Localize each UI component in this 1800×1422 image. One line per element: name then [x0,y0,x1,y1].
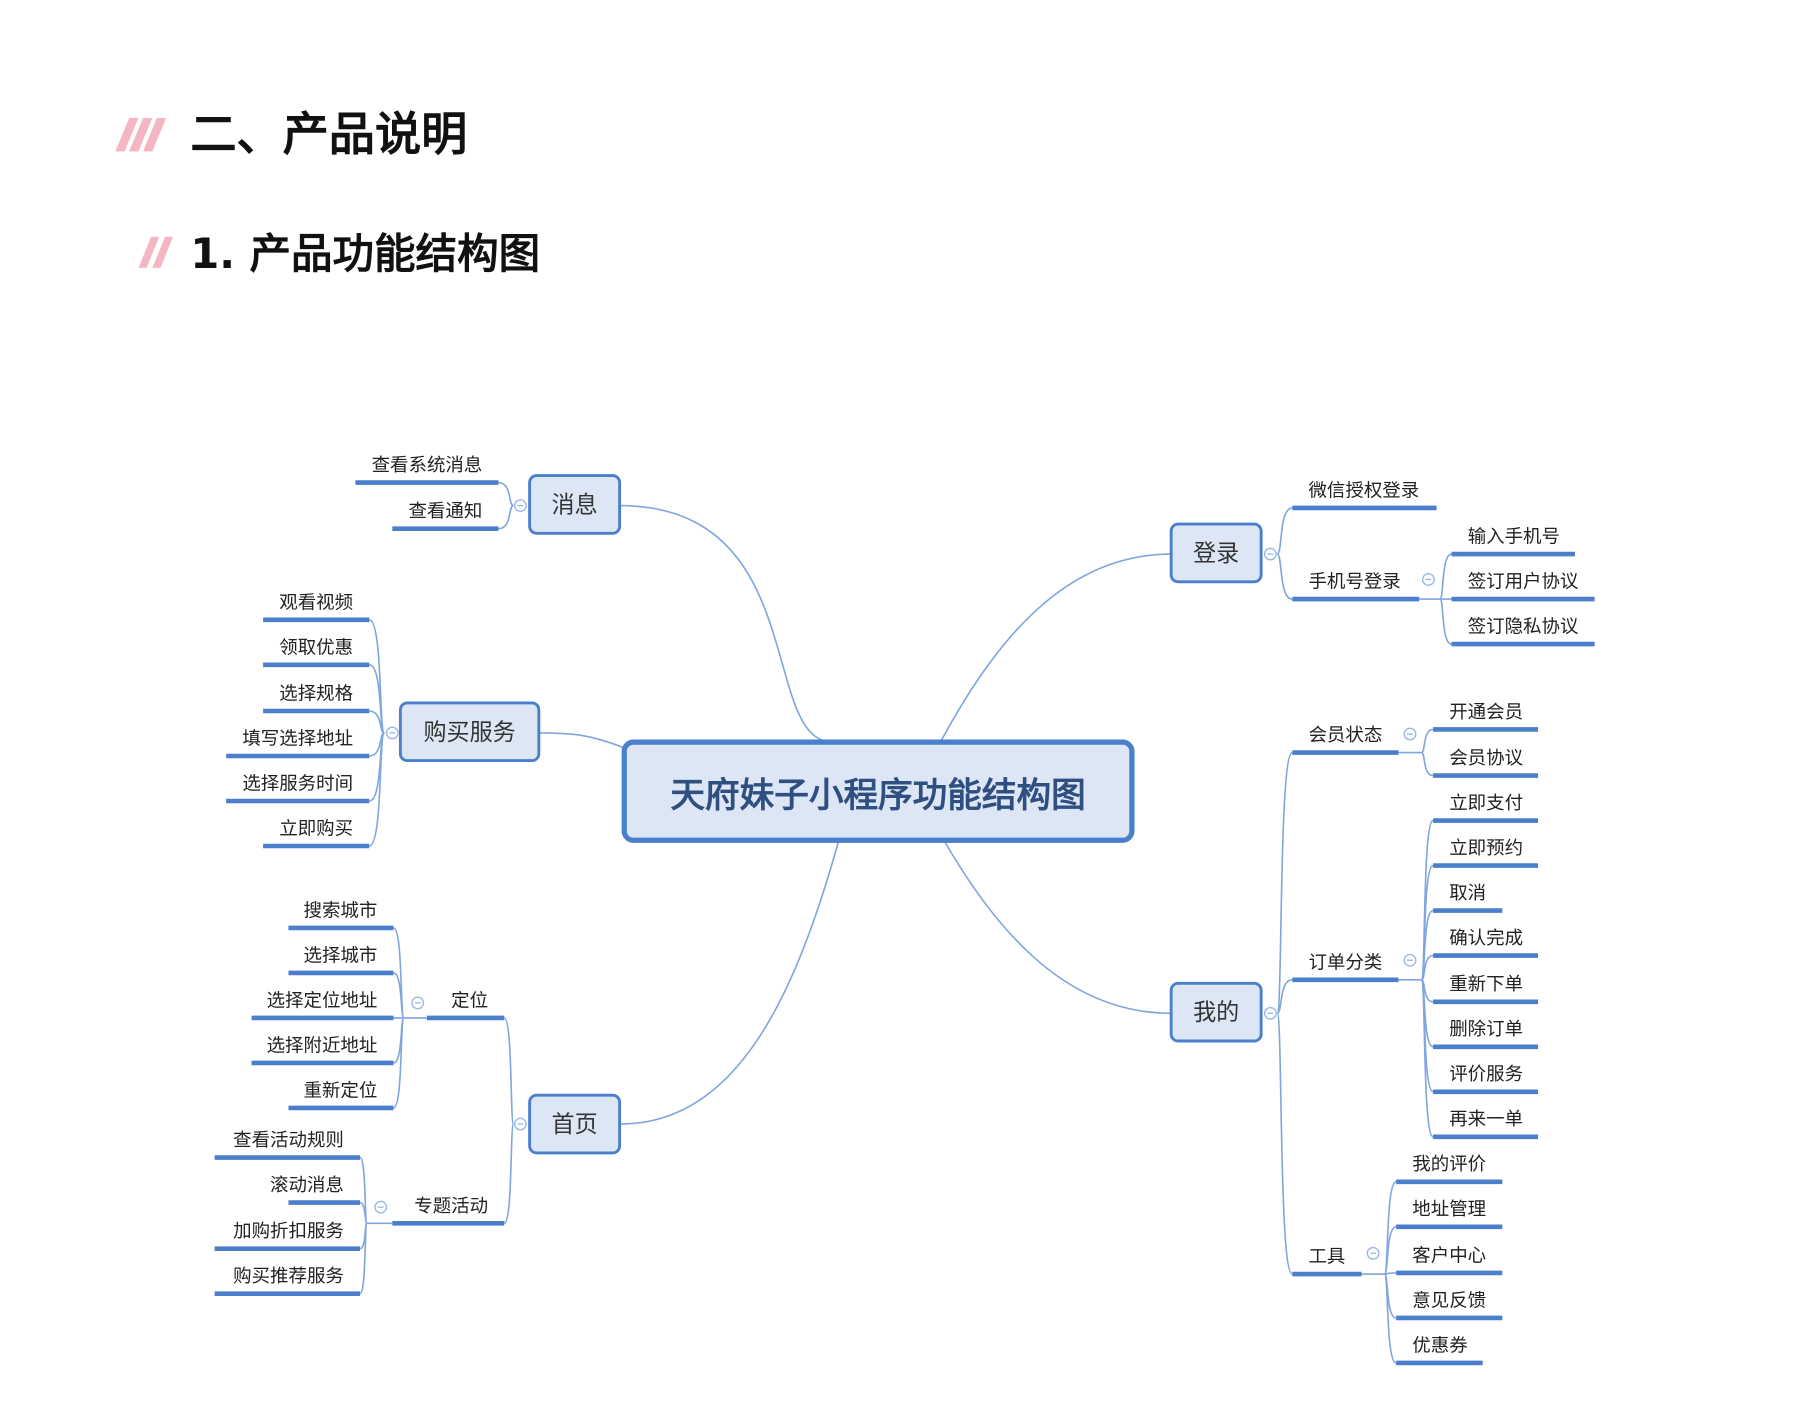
topic-label[interactable]: 立即购买 [279,818,353,839]
topic-label[interactable]: 地址管理 [1412,1199,1486,1220]
connector-line [368,732,386,847]
topic-label[interactable]: 开通会员 [1449,702,1523,723]
topic-label[interactable]: 领取优惠 [279,637,353,658]
topic-label[interactable]: 选择定位地址 [267,990,378,1011]
connector-line [393,972,405,1019]
topic-tools[interactable]: 工具 [1308,1247,1345,1268]
topic-locate[interactable]: 定位 [451,990,488,1011]
root-box [621,739,1135,843]
topic-label[interactable]: 确认完成 [1449,928,1523,949]
connector-line [368,664,386,734]
node-message[interactable]: 消息 [528,474,622,535]
subsection-title: 1. 产品功能结构图 [190,229,540,278]
node-purchase-service[interactable]: 购买服务 [398,701,541,763]
topic-label[interactable]: 会员协议 [1449,748,1523,769]
double-slash-icon [138,236,174,268]
connector-line [498,504,514,530]
subsection-heading: 1. 产品功能结构图 [138,229,540,278]
connector-line [498,481,514,507]
topic-orders[interactable]: 订单分类 [1308,952,1382,973]
topic-label[interactable]: 搜索城市 [303,900,377,921]
node-home[interactable]: 首页 [528,1093,622,1155]
topic-label[interactable]: 我的评价 [1412,1154,1486,1175]
topic-label[interactable]: 再来一单 [1449,1109,1523,1130]
topic-label[interactable]: 选择规格 [279,683,353,704]
connector-line [1276,1012,1294,1275]
connector-line [1420,979,1434,1138]
connector-line [1276,751,1294,1015]
topic-label[interactable]: 立即支付 [1449,793,1523,814]
node-box [528,1093,622,1155]
node-box [528,474,622,535]
root-node[interactable]: 天府妹子小程序功能结构图 [621,739,1135,843]
node-box [1169,981,1263,1043]
topic-label[interactable]: 重新定位 [303,1080,377,1101]
topic-label[interactable]: 填写选择地址 [242,728,353,749]
connector-line [1276,979,1293,1015]
topic-label[interactable]: 优惠券 [1412,1335,1467,1356]
topic-label[interactable]: 选择服务时间 [242,773,353,794]
connector-line [503,1017,515,1125]
topic-phone-login[interactable]: 手机号登录 [1308,572,1400,593]
connector-line [1276,553,1293,600]
connector-root-purchase [538,732,625,749]
topic-label[interactable]: 查看活动规则 [233,1130,344,1151]
section-heading: 二、产品说明 [115,107,467,161]
connector-line [1420,728,1434,754]
connector-line [359,1222,368,1295]
connector-line [359,1201,368,1225]
connector-line [1420,751,1434,777]
section-title: 二、产品说明 [190,107,467,161]
topic-label[interactable]: 观看视频 [279,592,353,613]
topic-activity[interactable]: 专题活动 [414,1196,488,1217]
topic-label[interactable]: 立即预约 [1449,838,1523,859]
topic-label[interactable]: 删除订单 [1449,1019,1523,1040]
node-label: 首页 [552,1112,598,1138]
connector-line [1420,954,1434,981]
connector-line [369,710,385,734]
topic-label[interactable]: 查看通知 [408,501,482,522]
topic-label[interactable]: 滚动消息 [270,1175,344,1196]
triple-slash-icon [115,117,167,152]
topic-label[interactable]: 客户中心 [1412,1245,1486,1266]
topic-label[interactable]: 重新下单 [1449,974,1523,995]
topic-label[interactable]: 签订用户协议 [1468,572,1579,593]
connector-line [1383,1225,1397,1275]
topic-membership[interactable]: 会员状态 [1308,725,1382,746]
node-label: 登录 [1193,541,1239,567]
node-mine[interactable]: 我的 [1169,981,1263,1043]
connector-line [503,1123,515,1225]
node-box [398,701,541,763]
topic-label[interactable]: 输入手机号 [1468,527,1560,548]
topic-label[interactable]: 评价服务 [1449,1064,1523,1085]
topic-label[interactable]: 查看系统消息 [372,455,483,476]
connector-line [1384,1272,1397,1275]
root-label: 天府妹子小程序功能结构图 [670,776,1085,816]
connector-line [359,1156,368,1225]
node-label: 购买服务 [423,720,515,746]
connector-line [1439,553,1452,600]
connector-line [1383,1273,1397,1364]
topic-label[interactable]: 意见反馈 [1412,1290,1486,1311]
node-box [1169,522,1263,584]
connector-line [1276,507,1293,555]
connector-root-message [619,504,834,743]
topic-label[interactable]: 取消 [1449,883,1486,904]
node-label: 消息 [552,493,598,519]
connector-line [1439,598,1452,645]
topic-wechat-login[interactable]: 微信授权登录 [1308,480,1419,501]
node-login[interactable]: 登录 [1169,522,1263,584]
connector-line [392,1017,405,1109]
connector-root-home [619,840,840,1125]
topic-label[interactable]: 选择附近地址 [267,1035,378,1056]
topic-label[interactable]: 签订隐私协议 [1468,617,1579,638]
topic-label[interactable]: 购买推荐服务 [233,1266,344,1287]
topic-label[interactable]: 选择城市 [303,945,377,966]
topic-label[interactable]: 加购折扣服务 [233,1221,344,1242]
node-label: 我的 [1193,1000,1239,1026]
connector-root-mine [943,839,1172,1015]
connector-root-login [939,553,1172,743]
